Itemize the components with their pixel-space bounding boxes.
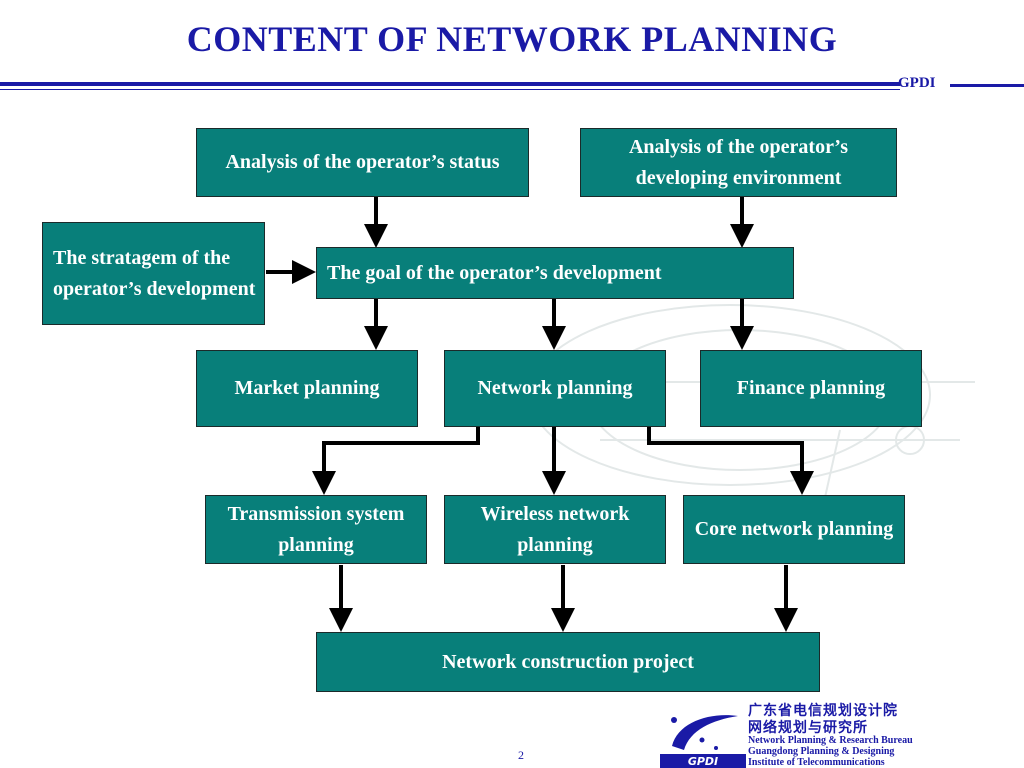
slide-title: CONTENT OF NETWORK PLANNING — [186, 19, 838, 59]
logo-cn-line1: 广东省电信规划设计院 — [748, 703, 898, 719]
box-operator-environment-label: Analysis of the operator’s developing en… — [628, 135, 849, 189]
box-network-planning: Network planning — [444, 350, 666, 427]
box-transmission-planning: Transmission system planning — [205, 495, 427, 564]
brand-tag: GPDI — [898, 75, 936, 91]
box-stratagem: The stratagem of the operator’s developm… — [42, 222, 265, 325]
box-wireless-planning: Wireless network planning — [444, 495, 666, 564]
box-goal-label: The goal of the operator’s development — [327, 261, 662, 284]
arrow-network-to-core — [647, 427, 814, 495]
logo-cn-line2: 网络规划与研究所 — [748, 720, 868, 736]
arrow-network-to-transmission — [312, 427, 480, 495]
box-market-planning: Market planning — [196, 350, 418, 427]
box-operator-status-label: Analysis of the operator’s status — [225, 151, 500, 173]
logo-en-line3: Institute of Telecommunications — [748, 757, 885, 768]
box-operator-environment: Analysis of the operator’s developing en… — [580, 128, 897, 197]
box-network-planning-label: Network planning — [477, 377, 633, 399]
box-stratagem-label: The stratagem of the operator’s developm… — [53, 246, 256, 300]
title-rule-thin — [0, 89, 900, 90]
logo-en-line2: Guangdong Planning & Designing — [748, 746, 895, 757]
box-construction-project: Network construction project — [316, 632, 820, 692]
box-finance-planning: Finance planning — [700, 350, 922, 427]
title-rule — [0, 82, 900, 86]
page-number: 2 — [518, 748, 524, 762]
box-wireless-planning-label: Wireless network planning — [480, 502, 630, 556]
gpdi-logo-mark-text: GPDI — [688, 755, 718, 768]
gpdi-logo-icon: GPDI — [660, 715, 746, 768]
gpdi-logo: GPDI 广东省电信规划设计院 网络规划与研究所 Network Plannin… — [660, 700, 1000, 768]
box-construction-project-label: Network construction project — [442, 650, 694, 673]
box-market-planning-label: Market planning — [234, 377, 380, 399]
logo-en-line1: Network Planning & Research Bureau — [748, 735, 913, 746]
title-rule-right — [950, 84, 1024, 87]
box-goal: The goal of the operator’s development — [316, 247, 794, 299]
box-core-planning-label: Core network planning — [694, 518, 894, 540]
box-finance-planning-label: Finance planning — [736, 377, 886, 399]
box-transmission-planning-label: Transmission system planning — [227, 502, 405, 556]
box-core-planning: Core network planning — [683, 495, 905, 564]
box-operator-status: Analysis of the operator’s status — [196, 128, 529, 197]
